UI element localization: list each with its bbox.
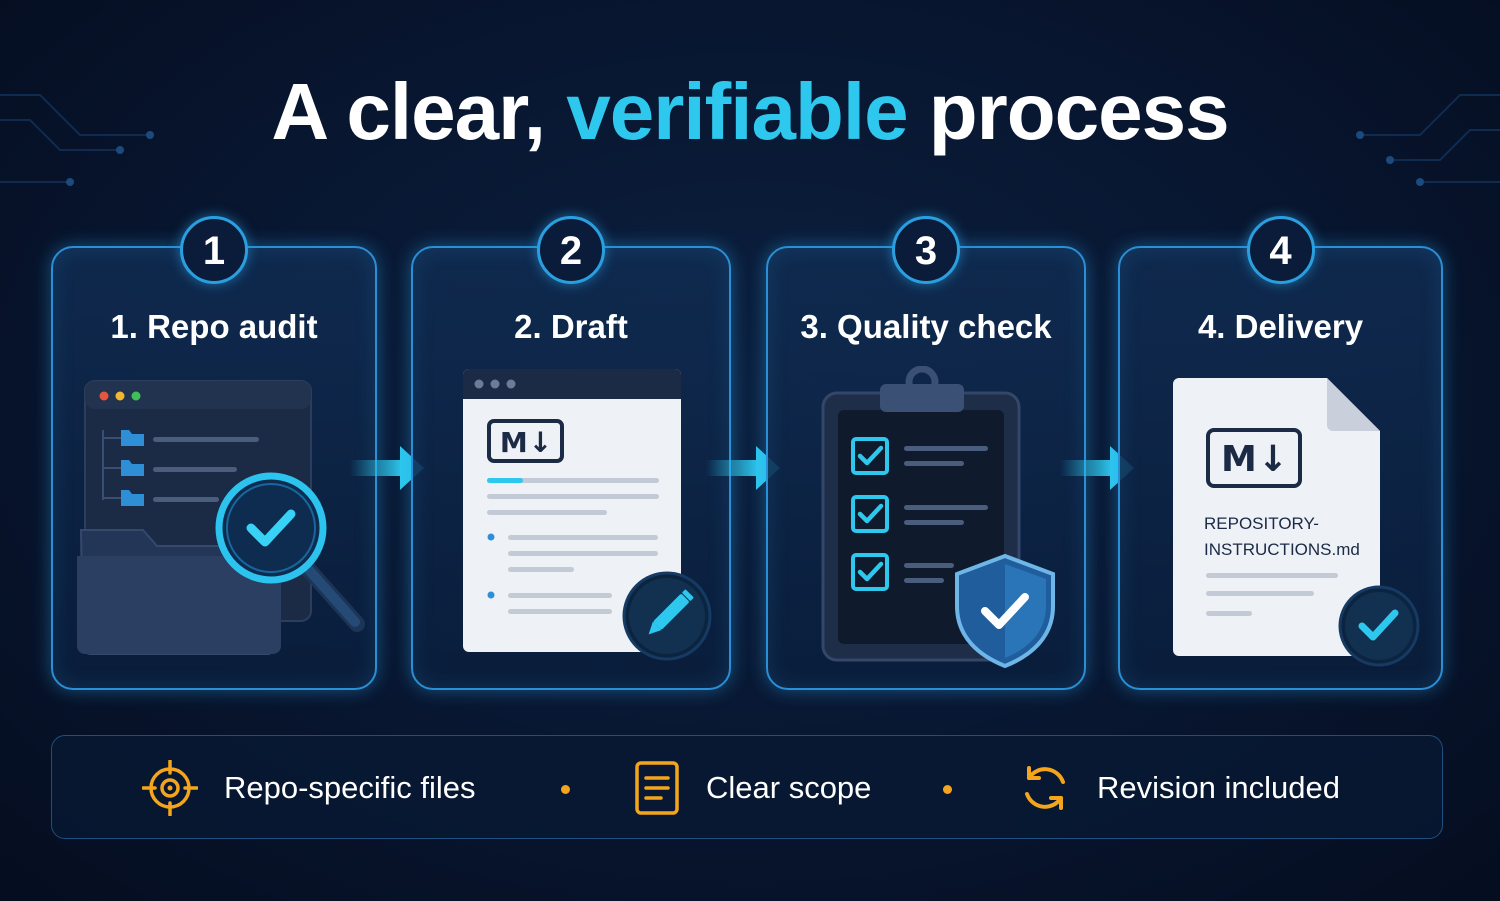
step-card-quality-check: 3 3. Quality check <box>766 216 1086 690</box>
step-number: 4 <box>1246 216 1315 284</box>
feature-revision: Revision included <box>1019 736 1340 840</box>
title-part2: process <box>928 67 1230 156</box>
step-label: 2. Draft <box>514 308 628 345</box>
title-accent: verifiable <box>566 67 908 156</box>
refresh-icon <box>1025 766 1065 810</box>
separator-dot <box>943 785 952 794</box>
folder-magnifier-icon <box>77 380 365 655</box>
title-part1: A clear, <box>271 67 546 156</box>
markdown-file-icon: M↓ REPOSITORY- INSTRUCTIONS.md <box>1172 378 1432 678</box>
separator-dot <box>561 785 570 794</box>
delivery-filename-line2: INSTRUCTIONS.md <box>1204 540 1360 559</box>
step-label: 1. Repo audit <box>110 308 318 345</box>
clipboard-shield-icon <box>821 366 1055 669</box>
feature-label: Clear scope <box>706 770 872 805</box>
feature-repo-specific: Repo-specific files <box>142 736 476 840</box>
step-card-delivery: 4 4. Delivery M↓ REPOSITORY- INSTRUCTION… <box>1118 216 1443 690</box>
document-icon <box>635 761 679 815</box>
feature-clear-scope: Clear scope <box>634 736 871 840</box>
step-number: 1 <box>180 216 248 284</box>
page-title: A clear, verifiable process <box>0 72 1500 152</box>
step-number: 2 <box>537 216 605 284</box>
feature-label: Repo-specific files <box>224 770 476 805</box>
feature-label: Revision included <box>1097 770 1340 805</box>
markdown-badge: M↓ <box>1221 439 1289 480</box>
target-icon <box>142 760 198 816</box>
step-label: 3. Quality check <box>800 308 1052 345</box>
step-card-repo-audit: 1 1. Repo audit <box>51 216 377 690</box>
step-number: 3 <box>892 216 960 284</box>
delivery-filename: REPOSITORY- INSTRUCTIONS.md <box>1204 511 1380 563</box>
step-card-draft: 2 2. Draft <box>411 216 731 690</box>
features-bar: Repo-specific files Clear scope Revision… <box>51 735 1443 839</box>
step-label: 4. Delivery <box>1197 308 1364 345</box>
markdown-badge: M↓ <box>499 426 554 459</box>
delivery-filename-line1: REPOSITORY- <box>1204 514 1319 533</box>
markdown-draft-icon: M↓ <box>462 368 722 668</box>
